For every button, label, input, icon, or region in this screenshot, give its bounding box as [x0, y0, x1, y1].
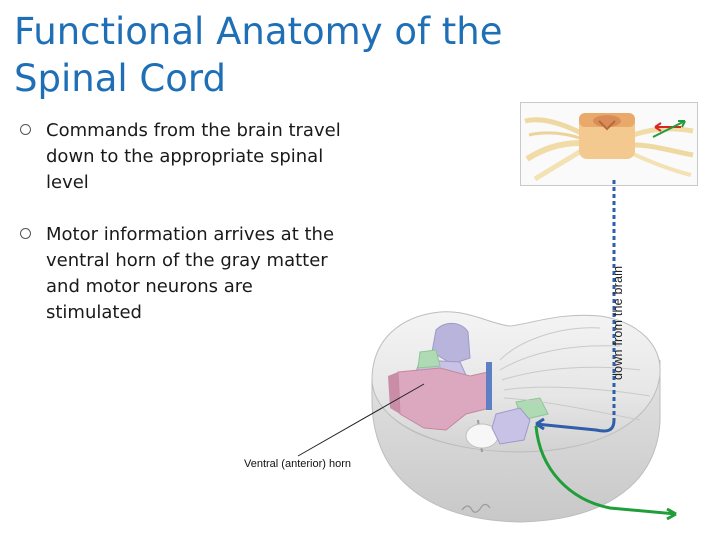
- bullet-circle-icon: [20, 124, 31, 135]
- bullet-line: Motor information arrives at the: [46, 224, 335, 245]
- bullet-circle-icon: [20, 228, 31, 239]
- horn-leader-line: [297, 383, 425, 457]
- title-line-2: Spinal Cord: [14, 57, 226, 100]
- bullet-line: Commands from the brain travel: [46, 120, 341, 141]
- spinal-cord-thumbnail: [520, 102, 698, 186]
- ventral-horn-label: Ventral (anterior) horn: [244, 458, 351, 470]
- bullet-line: level: [46, 172, 89, 193]
- descending-label: down from the brain: [611, 265, 625, 380]
- bullet-line: ventral horn of the gray matter: [46, 250, 328, 271]
- bullet-line: down to the appropriate spinal: [46, 146, 324, 167]
- bullet-line: stimulated: [46, 302, 142, 323]
- bullet-commands: Commands from the brain travel down to t…: [20, 118, 350, 196]
- title-line-1: Functional Anatomy of the: [14, 10, 503, 53]
- motor-output-arrow: [534, 425, 677, 516]
- bullet-motor-information: Motor information arrives at the ventral…: [20, 222, 350, 326]
- spinal-cord-thumbnail-icon: [524, 113, 694, 182]
- ventral-horn-pink: [397, 367, 491, 431]
- slide-title: Functional Anatomy of the Spinal Cord: [14, 8, 574, 102]
- bullet-line: and motor neurons are: [46, 276, 253, 297]
